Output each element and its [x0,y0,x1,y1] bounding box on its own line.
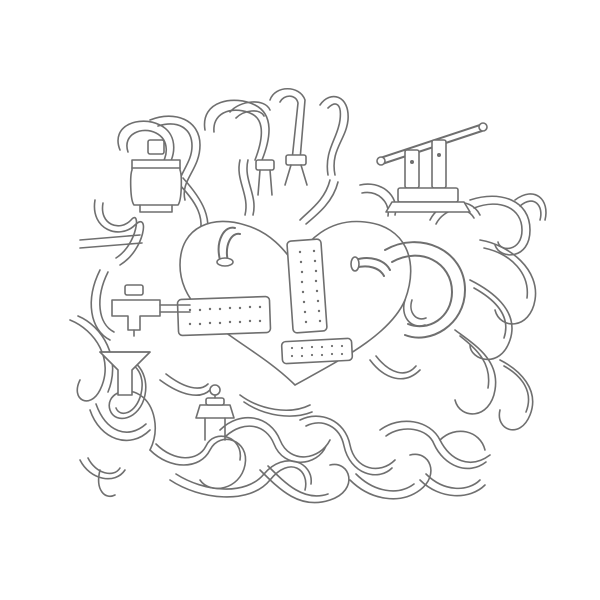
heart-tube-icon [216,226,391,277]
bandage-icon [176,238,354,365]
faucet-icon [111,284,191,337]
valve-icon [195,384,235,441]
connector-icon [255,154,308,196]
bottle-icon [129,139,183,213]
ring-icon [384,241,466,339]
funnel-icon [99,351,151,396]
clamp-icon [376,122,488,213]
tube-tangle [69,87,547,504]
